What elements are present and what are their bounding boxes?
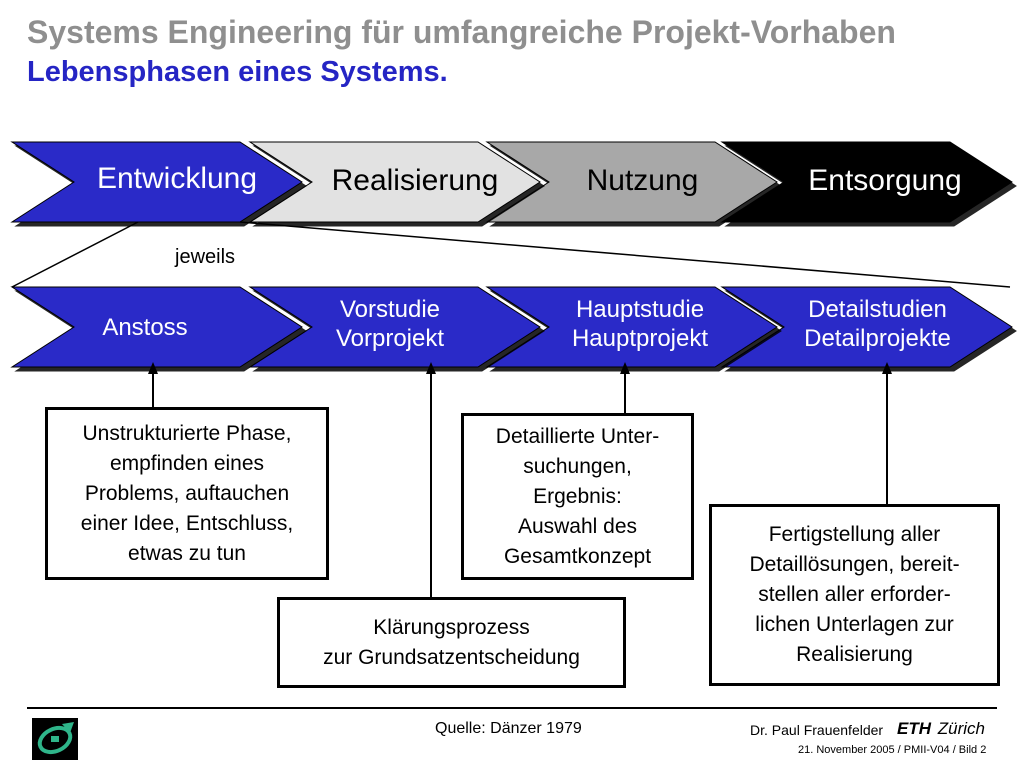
slide-title: Systems Engineering für umfangreiche Pro… bbox=[27, 14, 896, 50]
box-line: Detaillösungen, bereit- bbox=[749, 553, 960, 576]
box-line: Auswahl des bbox=[517, 514, 638, 538]
box-text: Klärungsprozess zur Grundsatzentscheidun… bbox=[323, 613, 580, 673]
box-line: lichen Unterlagen zur bbox=[755, 613, 954, 636]
subphase-line2: Vorprojekt bbox=[335, 324, 445, 352]
box-line: Klärungsprozess bbox=[373, 615, 530, 639]
eth-logo-icon bbox=[32, 718, 78, 760]
footer-divider bbox=[27, 707, 997, 709]
box-line: Fertigstellung aller bbox=[768, 523, 941, 546]
box-text: Detaillierte Unter- suchungen, Ergebnis:… bbox=[496, 422, 659, 572]
box-line: Gesamtkonzept bbox=[503, 544, 652, 568]
subphase-arrow-vorstudie bbox=[248, 286, 541, 368]
phase-arrow-entsorgung bbox=[720, 141, 1013, 223]
subphase-label-anstoss: Anstoss bbox=[60, 314, 230, 343]
connector-line-left bbox=[11, 221, 139, 288]
subphase-label-detailstudien: Detailstudien Detailprojekte bbox=[785, 296, 970, 354]
box-text: Fertigstellung aller Detaillösungen, ber… bbox=[749, 520, 959, 670]
slide-subtitle: Lebensphasen eines Systems. bbox=[27, 56, 448, 88]
description-box-hauptstudie: Detaillierte Unter- suchungen, Ergebnis:… bbox=[461, 413, 694, 580]
phase-label-entwicklung: Entwicklung bbox=[96, 162, 258, 195]
subphase-arrow-detailstudien bbox=[720, 286, 1013, 368]
eth-zurich-wordmark: ETH Zürich bbox=[897, 719, 985, 739]
author-name: Dr. Paul Frauenfelder bbox=[750, 722, 884, 738]
phase-label-entsorgung: Entsorgung bbox=[808, 164, 962, 197]
phase-label-realisierung: Realisierung bbox=[331, 164, 499, 197]
box-line: suchungen, bbox=[523, 454, 632, 478]
box-line: Problems, auftauchen bbox=[84, 481, 290, 505]
subphase-line2: Detailprojekte bbox=[804, 324, 951, 352]
box-line: Ergebnis: bbox=[533, 484, 622, 508]
pointer-arrows bbox=[148, 362, 892, 598]
subphase-line1: Hauptstudie bbox=[575, 296, 705, 323]
box-line: etwas zu tun bbox=[128, 541, 246, 565]
box-line: Realisierung bbox=[796, 643, 913, 666]
phase-arrow-nutzung bbox=[485, 141, 778, 223]
subphase-line2: Hauptprojekt bbox=[571, 324, 709, 352]
phase-arrow-realisierung bbox=[248, 141, 541, 223]
description-box-vorstudie: Klärungsprozess zur Grundsatzentscheidun… bbox=[277, 597, 626, 688]
box-line: stellen aller erforder- bbox=[758, 583, 951, 606]
box-line: Detaillierte Unter- bbox=[495, 424, 660, 448]
subphase-arrow-hauptstudie bbox=[485, 286, 778, 368]
box-line: Unstrukturierte Phase, bbox=[82, 421, 292, 445]
subphase-label-hauptstudie: Hauptstudie Hauptprojekt bbox=[550, 296, 730, 354]
description-box-detailstudien: Fertigstellung aller Detaillösungen, ber… bbox=[709, 504, 1000, 686]
subphase-line1: Detailstudien bbox=[808, 296, 947, 323]
phase-label-nutzung: Nutzung bbox=[586, 164, 699, 197]
subphase-line1: Anstoss bbox=[102, 314, 188, 341]
date-line: 21. November 2005 / PMII-V04 / Bild 2 bbox=[798, 744, 987, 756]
jeweils-label: jeweils bbox=[175, 246, 236, 268]
subphase-arrow-anstoss bbox=[10, 286, 303, 368]
box-line: zur Grundsatzentscheidung bbox=[323, 645, 580, 669]
zurich-text: Zürich bbox=[937, 719, 985, 738]
box-text: Unstrukturierte Phase, empfinden eines P… bbox=[81, 419, 293, 569]
subphase-label-vorstudie: Vorstudie Vorprojekt bbox=[305, 296, 475, 354]
box-line: einer Idee, Entschluss, bbox=[80, 511, 294, 535]
connector-line-right bbox=[239, 221, 1011, 288]
eth-text: ETH bbox=[897, 719, 931, 738]
subphase-line1: Vorstudie bbox=[339, 296, 441, 323]
box-line: empfinden eines bbox=[109, 451, 265, 475]
description-box-anstoss: Unstrukturierte Phase, empfinden eines P… bbox=[45, 407, 329, 580]
source-citation: Quelle: Dänzer 1979 bbox=[435, 720, 582, 737]
